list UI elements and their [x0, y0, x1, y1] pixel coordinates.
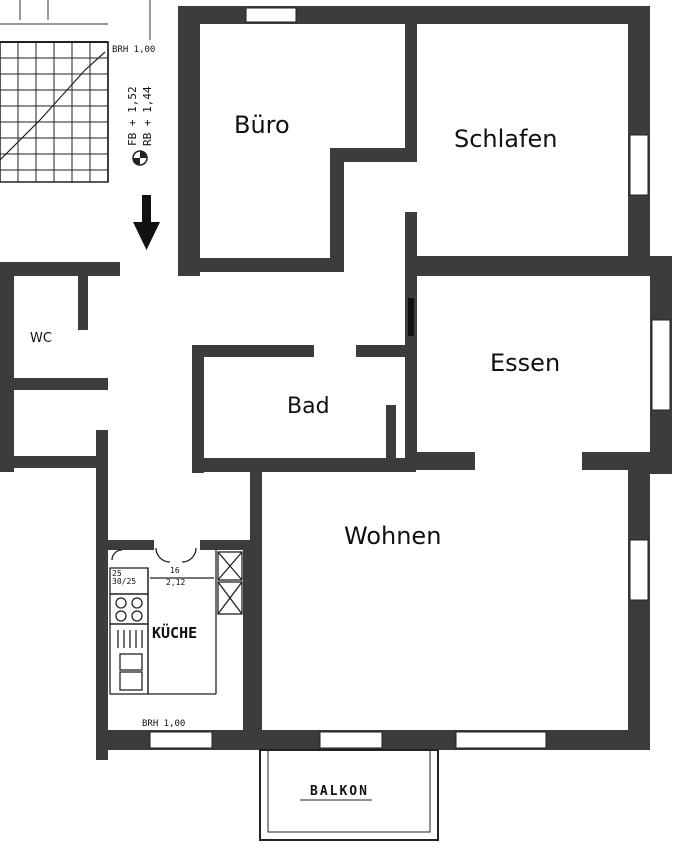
annotation-brh-bottom: BRH 1,00 — [142, 719, 185, 729]
arrow-down-icon — [133, 195, 160, 250]
annotation-kueche-dim2: 30/25 — [112, 577, 136, 586]
room-label-wc: WC — [30, 331, 52, 346]
kitchen-fixtures — [109, 547, 243, 695]
room-label-buero: Büro — [234, 111, 290, 139]
room-label-balkon: BALKON — [310, 784, 369, 799]
room-label-bad: Bad — [287, 394, 330, 419]
staircase — [0, 0, 180, 185]
annotation-rb: RB + 1,44 — [141, 86, 154, 146]
annotation-kueche-dim3: 2,12 — [166, 578, 185, 587]
annotation-fb: FB + 1,52 — [126, 86, 139, 146]
annotation-kueche-dim4: 16 — [170, 566, 180, 575]
door-openings — [315, 298, 581, 472]
room-label-kueche: KÜCHE — [152, 623, 197, 642]
room-label-schlafen: Schlafen — [454, 125, 557, 153]
annotation-kueche-dim1: 25 — [112, 569, 122, 578]
annotation-brh-top: BRH 1,00 — [112, 45, 155, 55]
room-label-essen: Essen — [490, 349, 560, 377]
balcony — [259, 749, 439, 841]
room-label-wohnen: Wohnen — [344, 522, 441, 550]
windows — [120, 7, 671, 749]
